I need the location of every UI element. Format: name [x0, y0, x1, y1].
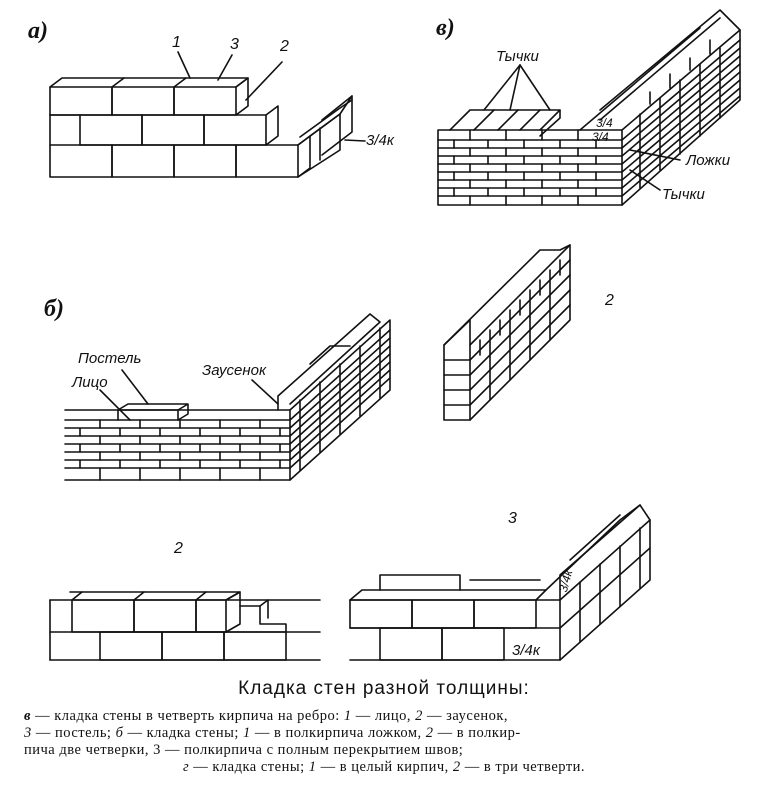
- caption-fragment: — кладка стены;: [123, 725, 243, 741]
- caption-num: 2: [415, 708, 423, 724]
- brickwork-drawings: [49, 9, 741, 661]
- panel-label-v: в): [436, 15, 455, 41]
- caption-fragment: — лицо,: [351, 708, 416, 724]
- panel-label-a: а): [28, 18, 48, 44]
- label-num-1: 1: [172, 34, 181, 51]
- figure-caption-title: Кладка стен разной толщины:: [238, 678, 530, 699]
- caption-letter-v: в: [24, 708, 31, 724]
- panel-v-wall-drawing: [437, 9, 741, 206]
- figure-area: а) в) б) 2 2 3 1 3 2 3/4к Тычки 3/4 3/4 …: [28, 9, 741, 661]
- label-three-quarter-bottom: 3/4к: [512, 642, 540, 659]
- caption-fragment: — в полкирпича ложком,: [250, 725, 426, 741]
- caption-fragment: — кладка стены в четверть кирпича на реб…: [30, 708, 344, 724]
- caption-num: 2: [425, 725, 434, 741]
- caption-fragment: — заусенок,: [422, 708, 509, 724]
- panel-g-column-drawing: [443, 244, 571, 421]
- label-three-quarter-a: 3/4к: [366, 132, 394, 149]
- caption-num: 1: [343, 708, 352, 724]
- caption-fragment: — в целый кирпич,: [316, 759, 453, 775]
- caption-fragment: — кладка стены;: [189, 759, 309, 775]
- caption-letter-b: б: [115, 725, 124, 741]
- caption-num: 1: [308, 759, 317, 775]
- panel-label-g-bottom: 2: [174, 540, 183, 557]
- label-zausenok: Заусенок: [202, 362, 267, 379]
- caption-fragment: — в полкир-: [433, 725, 521, 741]
- label-tychki-top: Тычки: [496, 48, 539, 65]
- label-num-3: 3: [230, 36, 239, 53]
- label-three-quarter-1: 3/4: [596, 116, 613, 130]
- caption-letter-g: г: [182, 759, 190, 775]
- caption-fragment: — в три четверти.: [460, 759, 586, 775]
- panel-label-g-right: 2: [605, 292, 614, 309]
- caption-fragment: — постель;: [31, 725, 116, 741]
- caption-num: 2: [452, 759, 461, 775]
- label-lozhki: Ложки: [686, 152, 731, 169]
- caption-line-4: г — кладка стены; 1 — в целый кирпич, 2 …: [24, 759, 744, 776]
- panel-b-wall-drawing: [64, 313, 391, 481]
- figure-caption-text: в — кладка стены в четверть кирпича на р…: [24, 708, 744, 776]
- panel-label-3: 3: [508, 510, 517, 527]
- label-tychki-side: Тычки: [662, 186, 705, 203]
- label-postel: Постель: [78, 350, 142, 367]
- panel-label-b: б): [44, 296, 64, 322]
- caption-num: 3: [24, 725, 32, 741]
- panel-3-wall-drawing: [349, 504, 651, 661]
- caption-line-1: в — кладка стены в четверть кирпича на р…: [24, 708, 744, 725]
- label-litso: Лицо: [72, 374, 108, 391]
- panel-g-bottom-left-drawing: [49, 591, 321, 661]
- panel-a-wall-drawing: [49, 51, 366, 178]
- caption-line-2: 3 — постель; б — кладка стены; 1 — в пол…: [24, 725, 744, 742]
- label-three-quarter-2: 3/4: [592, 130, 609, 144]
- label-num-2: 2: [280, 38, 289, 55]
- caption-line-3: пича две четверки, 3 — полкирпича с полн…: [24, 742, 464, 758]
- caption-num: 1: [242, 725, 251, 741]
